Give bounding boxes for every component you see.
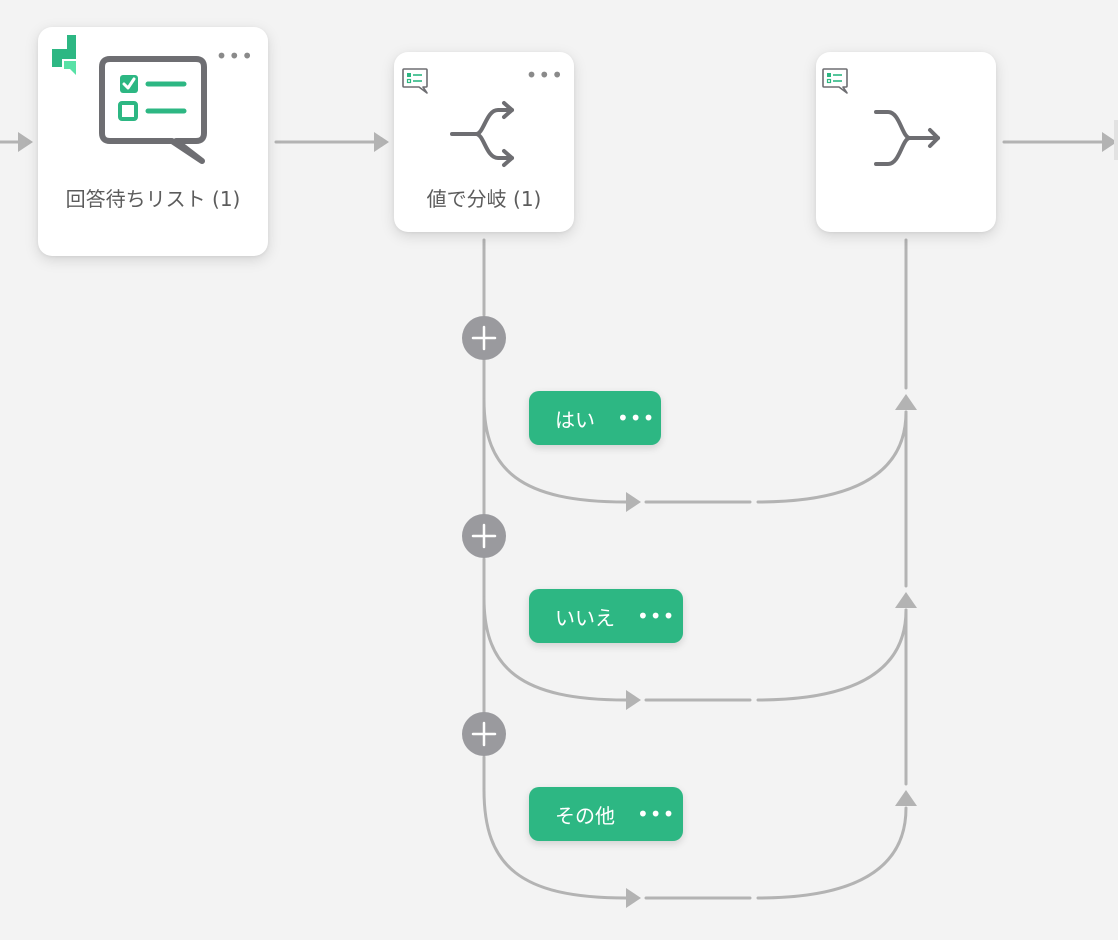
branch-label: はい <box>555 407 595 432</box>
node-label: 値で分岐 (1) <box>426 187 542 211</box>
plus-icon <box>471 325 497 351</box>
checklist-bubble-icon <box>99 56 207 164</box>
form-badge-icon <box>402 68 428 94</box>
node-menu-button[interactable]: ••• <box>215 44 254 68</box>
add-step-button[interactable] <box>462 514 506 558</box>
next-node-edge <box>1114 120 1118 160</box>
branch-label: その他 <box>555 803 615 828</box>
node-branch-by-value[interactable]: ••• 値で分岐 (1) <box>394 52 574 232</box>
node-menu-button[interactable]: ••• <box>525 63 564 87</box>
branch-label: いいえ <box>555 605 615 630</box>
branch-menu-button[interactable]: ••• <box>617 406 656 430</box>
branch-menu-button[interactable]: ••• <box>637 802 676 826</box>
branch-split-icon <box>450 101 514 167</box>
node-merge[interactable] <box>816 52 996 232</box>
plus-icon <box>471 523 497 549</box>
node-wait-list[interactable]: ••• 回答待ちリスト (1) <box>38 27 268 256</box>
app-logo-icon <box>52 35 76 75</box>
node-label: 回答待ちリスト (1) <box>65 187 241 211</box>
add-step-button[interactable] <box>462 712 506 756</box>
branch-menu-button[interactable]: ••• <box>637 604 676 628</box>
branch-pill-other[interactable]: その他 ••• <box>529 787 683 841</box>
branch-pill-yes[interactable]: はい ••• <box>529 391 661 445</box>
branch-pill-no[interactable]: いいえ ••• <box>529 589 683 643</box>
add-step-button[interactable] <box>462 316 506 360</box>
plus-icon <box>471 721 497 747</box>
form-badge-icon <box>822 68 848 94</box>
merge-icon <box>874 110 940 166</box>
